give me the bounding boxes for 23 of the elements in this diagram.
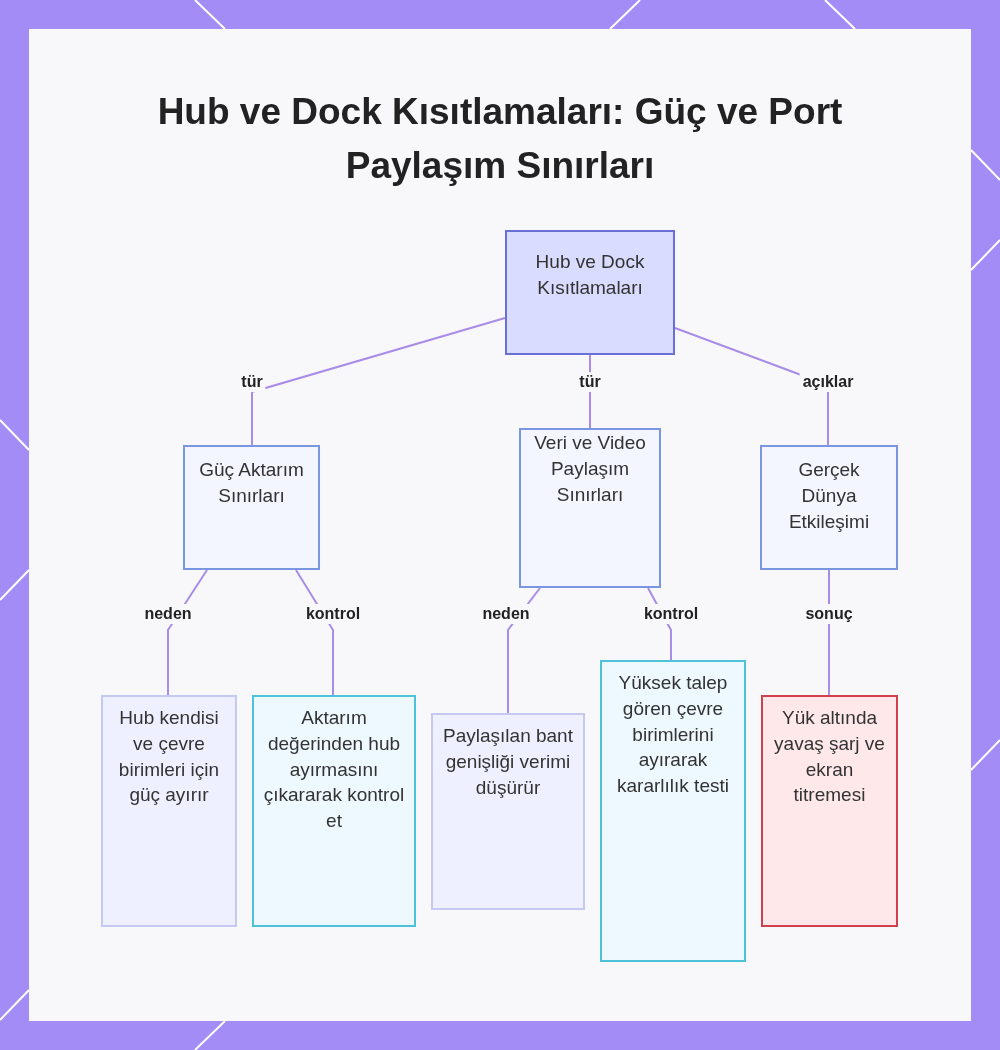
concept-box <box>505 230 675 355</box>
node-text: Yüksek talep gören çevre birimlerini ayırarak kararlılık testi <box>616 671 730 799</box>
diagram-title: Hub ve Dock Kısıtlamaları: Güç ve Port Paylaşım Sınırları <box>156 90 844 188</box>
concept-box <box>600 660 746 962</box>
concept-box <box>101 695 237 927</box>
node-text: Gerçek Dünya Etkileşimi <box>787 458 871 534</box>
concept-box <box>519 428 661 588</box>
node-text: Yük altında yavaş şarj ve ekran titremesi <box>773 706 886 808</box>
concept-box <box>761 695 898 927</box>
node-text: Aktarım değerinden hub ayırmasını çıkararak kontrol et <box>262 706 406 834</box>
node-text: Hub kendisi ve çevre birimleri için güç ayırır <box>117 706 221 808</box>
connector-line <box>251 317 506 446</box>
concept-box <box>183 445 320 570</box>
concept-box <box>760 445 898 570</box>
edge-label: açıklar <box>799 372 857 392</box>
edge-label: tür <box>576 372 604 392</box>
concept-box <box>252 695 416 927</box>
edge-label: tür <box>238 372 266 392</box>
node-text: Hub ve Dock Kısıtlamaları <box>534 250 646 300</box>
node-text: Veri ve Video Paylaşım Sınırları <box>533 431 647 507</box>
concept-box <box>431 713 585 910</box>
node-text: Güç Aktarım Sınırları <box>198 458 305 508</box>
node-text: Paylaşılan bant genişliği verimi düşürür <box>442 724 574 800</box>
